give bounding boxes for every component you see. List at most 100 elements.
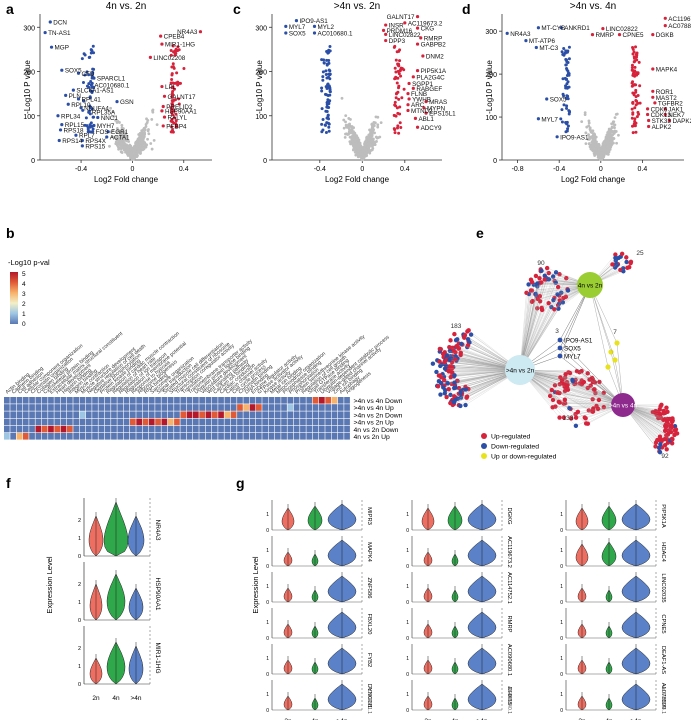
volcano-point — [124, 135, 128, 139]
heatmap-cell — [111, 418, 117, 426]
heatmap-cell — [174, 425, 180, 433]
heatmap-cell — [85, 397, 92, 404]
volcano-point-significant — [632, 56, 636, 60]
gene-label: RMRP — [595, 32, 614, 39]
network-edge — [550, 395, 624, 406]
gene-label: LINC02208 — [153, 55, 185, 62]
volcano-point — [612, 132, 616, 135]
labelled-gene-point — [87, 110, 91, 114]
volcano-point — [360, 158, 364, 162]
gene-label: LINC02822 — [389, 32, 421, 39]
labelled-gene-point — [64, 93, 68, 98]
gene-label: AC010680.1 — [94, 82, 130, 89]
network-gene-node — [468, 332, 474, 337]
violin-tick: 1 — [560, 620, 563, 626]
volcano-point-significant — [325, 103, 329, 107]
volcano-point — [355, 143, 359, 147]
heatmap-cell — [123, 411, 130, 418]
heatmap-cell — [199, 418, 205, 426]
volcano-point — [607, 140, 611, 143]
volcano-point — [589, 147, 593, 151]
gene-label: PLN — [69, 93, 82, 100]
volcano-point-significant — [398, 112, 402, 116]
heatmap-cell — [312, 411, 319, 418]
heatmap-cell — [142, 404, 149, 411]
volcano-point-significant — [175, 71, 179, 75]
colorbar-tick: 4 — [22, 281, 26, 288]
labelled-gene-point — [48, 20, 52, 24]
volcano-point — [371, 126, 375, 130]
labelled-gene-point — [651, 89, 655, 93]
heatmap-cell — [319, 425, 325, 433]
volcano-point-significant — [325, 87, 329, 91]
heatmap-cell — [268, 404, 275, 411]
gene-label: GSN — [120, 99, 134, 106]
volcano-point-significant — [87, 73, 91, 77]
gene-label: ROR1 — [656, 89, 674, 96]
volcano-point-significant — [567, 73, 571, 77]
volcano-point-significant — [328, 72, 332, 76]
heatmap-cell — [41, 404, 48, 411]
heatmap-cell — [300, 418, 306, 426]
volcano-point — [583, 111, 587, 115]
volcano-point-significant — [320, 89, 324, 93]
violin-group-label: 2n — [284, 718, 292, 720]
volcano-point — [127, 140, 131, 143]
network-edge — [519, 275, 537, 371]
volcano-point-significant — [171, 113, 175, 117]
volcano-point-significant — [394, 96, 398, 100]
network-gene-node — [448, 392, 453, 398]
heatmap-cell — [281, 433, 287, 440]
gene-label: MRAS — [429, 99, 447, 106]
heatmap-cell — [161, 397, 168, 404]
volcano-point-significant — [397, 131, 401, 135]
network-legend-swatch — [481, 433, 487, 439]
network-gene-node — [557, 353, 563, 359]
hub-label: 4n vs 2n — [578, 283, 603, 290]
volcano-point-significant — [85, 84, 89, 88]
heatmap-cell — [155, 404, 161, 411]
gene-label: CPEB4 — [164, 34, 185, 41]
heatmap-cell — [319, 404, 325, 411]
heatmap-cell — [79, 418, 86, 426]
heatmap-cell — [16, 425, 23, 433]
volcano-point — [367, 133, 371, 137]
network-gene-node — [565, 288, 571, 293]
cluster-count: 25 — [636, 250, 644, 257]
heatmap-cell — [262, 397, 268, 404]
violin-gene-label: AC090680.1 — [506, 644, 512, 676]
volcano-point-significant — [630, 63, 634, 67]
heatmap-cell — [186, 418, 193, 426]
heatmap-cell — [48, 425, 54, 433]
heatmap-cell — [331, 433, 338, 440]
volcano-point — [361, 153, 365, 157]
volcano-point-significant — [559, 117, 563, 121]
heatmap-cell — [10, 433, 16, 440]
hub-label: >4n vs 4n — [609, 403, 638, 410]
network-gene-node — [446, 386, 451, 392]
x-tick-label: 0.4 — [179, 166, 189, 173]
volcano-point-significant — [635, 115, 639, 119]
volcano-point — [344, 132, 347, 136]
volcano-point-significant — [81, 80, 85, 84]
heatmap-cell — [325, 397, 331, 404]
network-gene-node — [624, 255, 629, 260]
volcano-point-significant — [174, 51, 178, 55]
volcano-point — [593, 133, 597, 136]
gene-label: MAPK4 — [656, 66, 678, 73]
volcano-point-significant — [322, 61, 326, 65]
network-gene-node — [658, 442, 663, 447]
violin-tick: 0 — [560, 528, 563, 534]
network-gene-node — [657, 434, 663, 439]
heatmap-cell — [293, 404, 300, 411]
heatmap-cell — [136, 418, 142, 426]
heatmap-cell — [148, 411, 155, 418]
volcano-points — [505, 16, 672, 161]
heatmap-cell — [268, 418, 275, 426]
volcano-point-significant — [631, 83, 635, 87]
heatmap-cell — [243, 433, 250, 440]
volcano-point — [126, 145, 130, 149]
volcano-point — [137, 143, 141, 147]
volcano-point-significant — [81, 108, 85, 112]
volcano-point-significant — [564, 49, 568, 53]
